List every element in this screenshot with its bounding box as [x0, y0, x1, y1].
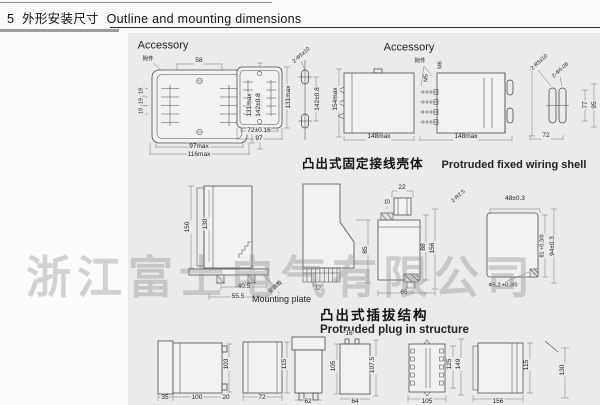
- dim-d1-h: 103: [222, 357, 231, 371]
- scan-artifact-line: [0, 2, 272, 3]
- dim-c4-hole: Φ5.2 +0.3/0: [487, 282, 519, 289]
- section-title-zh: 外形安装尺寸: [22, 12, 99, 26]
- dim-d1-b2: 100: [190, 393, 204, 402]
- dim-d4-h2: 107.5: [368, 355, 377, 375]
- dim-d6-b: 156: [491, 397, 505, 405]
- dim-a2-b1: 72±0.16: [246, 126, 272, 135]
- dim-a1-s2: 19: [138, 96, 145, 106]
- drawing-side-view-1: [336, 68, 415, 141]
- caption-fixed-shell: 凸出式固定接线壳体 Protruded fixed wiring shell: [302, 153, 586, 172]
- dim-a2-b2: 97: [254, 134, 264, 143]
- dim-b2-tag: 附件: [413, 58, 427, 65]
- accessory-label-right: Accessory: [383, 41, 435, 54]
- dim-slots1-h: 142±0.8: [313, 86, 322, 112]
- dim-d6-h: 115: [522, 358, 531, 372]
- dim-b1-h: 154max: [331, 86, 340, 112]
- dim-c2-b: 12: [313, 285, 323, 292]
- dim-b2-b: 148max: [453, 132, 479, 141]
- dim-b3-h2: 95: [590, 100, 599, 110]
- caption-plug-structure-en: Protruded plug in structure: [320, 324, 469, 336]
- dim-d2-b: 72: [257, 393, 267, 402]
- company-watermark: 浙江富士电气有限公司: [26, 252, 537, 303]
- dim-a1-b1: 97max: [188, 142, 210, 151]
- drawing-bottom-6: [472, 342, 533, 402]
- dim-d5-h1: 125: [445, 357, 454, 371]
- dim-d4-t: 16: [344, 329, 354, 338]
- dim-d5-h2: 149: [454, 357, 463, 371]
- drawing-socket: [407, 338, 464, 402]
- dim-d1-b3: 20: [221, 393, 231, 402]
- drawing-bottom-1: [157, 340, 232, 401]
- dim-c4-h1: 81 +0.3/0: [539, 233, 546, 259]
- dim-a1-top: 58: [194, 56, 204, 65]
- dim-d5-b: 105: [420, 397, 434, 405]
- dim-a1-b2: 116max: [186, 150, 212, 158]
- caption-plug-structure: 凸出式插拔结构 Protruded plug in structure: [320, 304, 469, 336]
- section-title-en: Outline and mounting dimensions: [106, 12, 302, 26]
- drawing-plugin-unit: [302, 183, 371, 287]
- header-rule-gray: [0, 28, 119, 32]
- dim-d3-b: 62: [303, 397, 313, 405]
- dim-c1-b1: 40.5: [236, 282, 252, 291]
- label-mounting-plate-en: Mounting plate: [252, 294, 312, 304]
- drawing-side-view-screws: [419, 65, 514, 141]
- dim-c3-t1: 22: [397, 183, 407, 192]
- dim-b3-h1: 77: [581, 100, 590, 110]
- dim-a1-s3: 19: [138, 106, 145, 116]
- dim-a1-s1: 19: [138, 86, 145, 96]
- dim-d7-h: 130: [558, 363, 567, 377]
- dim-c3-t2: 10: [382, 199, 392, 206]
- dim-c1-b2: 55.5: [230, 292, 246, 301]
- dim-d4-h1: 105: [329, 359, 338, 373]
- drawing-rear-view: [377, 190, 438, 296]
- caption-fixed-shell-zh: 凸出式固定接线壳体: [302, 157, 424, 171]
- drawing-accessory-front-view: [140, 61, 263, 155]
- dim-a2-h1: 131max: [284, 84, 293, 110]
- dim-d1-b1: 35: [160, 393, 170, 402]
- drawing-bottom-4: [334, 335, 379, 400]
- dim-c1-h2: 130: [201, 217, 210, 231]
- dim-a1-tag: 附件: [141, 56, 155, 63]
- section-header: 5 外形安装尺寸 Outline and mounting dimensions: [7, 8, 305, 27]
- drawing-panel-cutout: [486, 208, 557, 284]
- dim-c4-t: 48±0.3: [504, 194, 526, 203]
- dim-a1-h1: 131max: [245, 92, 254, 118]
- drawing-bottom-3: [291, 336, 326, 401]
- dim-d4-b: 64: [350, 397, 360, 405]
- header-rule-dark: [110, 26, 600, 28]
- dim-b3-b: 72: [541, 131, 551, 140]
- dim-c1-h1: 150: [183, 220, 192, 234]
- caption-fixed-shell-en: Protruded fixed wiring shell: [441, 159, 587, 171]
- section-number: 5: [7, 12, 15, 26]
- dim-b2-m6: M6: [437, 60, 444, 70]
- caption-plug-structure-zh: 凸出式插拔结构: [320, 308, 429, 323]
- dim-b1-b: 148max: [366, 132, 392, 141]
- accessory-label-left: Accessory: [137, 39, 189, 52]
- dim-c3-b: 65: [399, 288, 409, 297]
- dim-a1-h2: 142±0.8: [254, 92, 263, 118]
- dim-b2-m5: M5: [423, 73, 430, 83]
- drawing-bottom-2: [242, 341, 290, 401]
- dim-c4-h2: 94±0.3: [548, 235, 557, 257]
- dim-d2-h: 115: [280, 357, 289, 371]
